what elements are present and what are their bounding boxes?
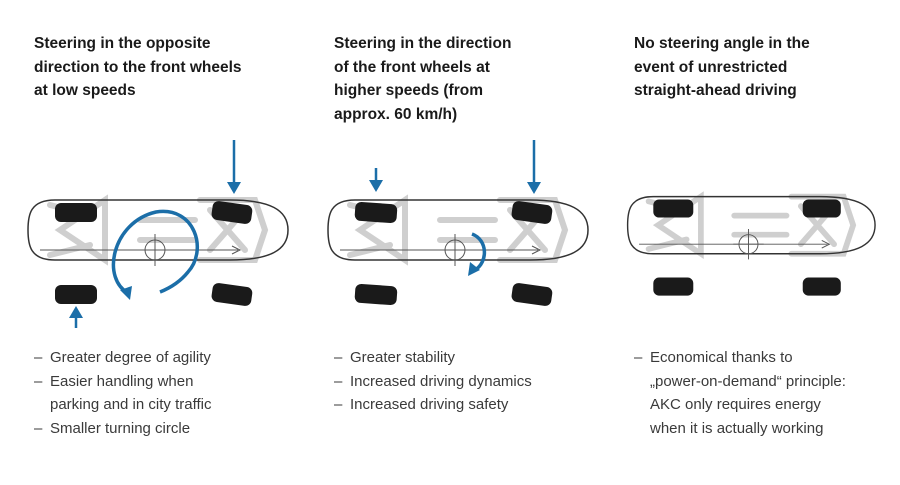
rear-right-tire xyxy=(354,283,398,306)
rear-steer-arrow-icon xyxy=(69,306,83,328)
rear-right-tire xyxy=(55,285,97,304)
front-left-tire xyxy=(802,199,841,218)
list-item: Greater stability xyxy=(334,346,614,370)
list-item: Increased driving dynamics xyxy=(334,370,614,394)
car-body-outline xyxy=(626,195,876,255)
rear-left-tire xyxy=(354,201,398,224)
car-diagram-high-speed xyxy=(327,140,589,306)
center-of-gravity-icon xyxy=(439,234,471,266)
list-item: Increased driving safety xyxy=(334,393,614,417)
rotation-arrow-icon xyxy=(111,209,199,300)
panel-straight-ahead: No steering angle in the event of unrest… xyxy=(626,0,900,485)
rear-right-tire xyxy=(653,277,694,296)
rear-steer-arrow-icon xyxy=(369,168,383,192)
car-body-outline xyxy=(327,199,589,261)
panel-low-speed: Steering in the opposite direction to th… xyxy=(27,0,324,485)
panel-high-speed: Steering in the direction of the front w… xyxy=(327,0,624,485)
car-diagram-low-speed xyxy=(27,140,289,328)
list-item-continuation: AKC only requires energy xyxy=(650,396,821,414)
list-item-continuation: parking and in city traffic xyxy=(50,396,212,414)
center-of-gravity-icon xyxy=(139,234,171,266)
front-steer-arrow-icon xyxy=(527,140,541,194)
car-body-outline xyxy=(27,199,289,261)
panel-heading: Steering in the opposite direction to th… xyxy=(34,35,242,99)
front-right-tire xyxy=(511,283,553,306)
benefits-list: Greater degree of agility Easier handlin… xyxy=(34,346,314,441)
center-of-gravity-icon xyxy=(733,228,764,260)
list-item: Economical thanks to xyxy=(634,346,900,370)
direction-arrowhead xyxy=(531,245,542,255)
rotation-arrow-icon xyxy=(468,232,487,276)
list-item: Smaller turning circle xyxy=(34,417,314,441)
direction-arrowhead xyxy=(821,239,831,249)
benefits-list: Economical thanks to „power-on-demand“ p… xyxy=(634,346,900,441)
front-right-tire xyxy=(802,277,841,296)
front-steer-arrow-icon xyxy=(227,140,241,194)
direction-arrowhead xyxy=(231,245,242,255)
list-item: Greater degree of agility xyxy=(34,346,314,370)
car-diagram-straight xyxy=(626,191,876,296)
front-left-tire xyxy=(211,201,253,224)
panel-heading: No steering angle in the event of unrest… xyxy=(634,35,810,99)
rear-left-tire xyxy=(653,199,694,218)
list-item: Easier handling when xyxy=(34,370,314,394)
front-left-tire xyxy=(511,201,553,224)
list-item-continuation: when it is actually working xyxy=(650,420,824,438)
list-item-continuation: „power-on-demand“ principle: xyxy=(650,372,846,390)
benefits-list: Greater stability Increased driving dyna… xyxy=(334,346,614,417)
panel-heading: Steering in the direction of the front w… xyxy=(334,35,512,123)
rear-left-tire xyxy=(55,203,97,222)
front-right-tire xyxy=(211,283,253,306)
